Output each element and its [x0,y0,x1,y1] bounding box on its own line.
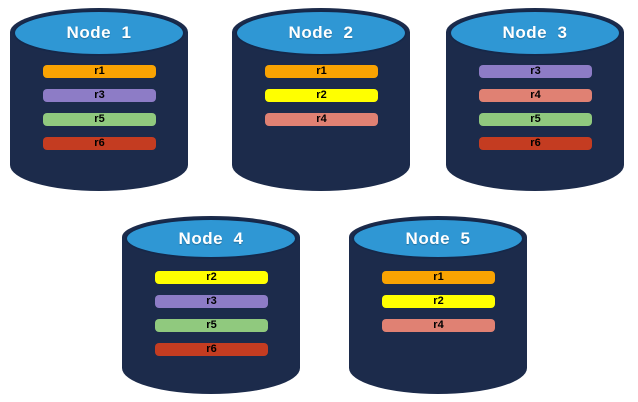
cylinder-top: Node 2 [235,10,407,56]
replica-bar-r5: r5 [43,113,156,126]
replica-bar-r3: r3 [479,65,592,78]
cylinder-top: Node 1 [13,10,185,56]
replica-list: r1 r2 r4 [382,271,495,332]
cylinder-body [446,32,624,191]
replica-bar-r6: r6 [155,343,268,356]
node-5-cylinder: Node 5 r1 r2 r4 [349,216,527,394]
node-title: Node 3 [502,23,568,42]
node-4-cylinder: Node 4 r2 r3 r5 r6 [122,216,300,394]
node-title: Node 4 [178,228,244,248]
cylinder-top: Node 3 [449,10,621,56]
replica-bar-r4: r4 [479,89,592,102]
cylinder-body [10,32,188,191]
cylinder-body [232,32,410,191]
replica-bar-r2: r2 [265,89,378,102]
cylinder-body [122,237,300,394]
replica-bar-r1: r1 [43,65,156,78]
cylinder-top: Node 5 [352,218,524,259]
node-3-cylinder: Node 3 r3 r4 r5 r6 [446,8,624,191]
node-2-cylinder: Node 2 r1 r2 r4 [232,8,410,191]
replica-list: r2 r3 r5 r6 [155,271,268,356]
replica-bar-r1: r1 [382,271,495,284]
replica-bar-r3: r3 [155,295,268,308]
replica-bar-r4: r4 [265,113,378,126]
replica-bar-r4: r4 [382,319,495,332]
cylinder-body [349,237,527,394]
replica-bar-r6: r6 [43,137,156,150]
replica-bar-r5: r5 [479,113,592,126]
replica-list: r1 r3 r5 r6 [43,65,156,150]
node-title: Node 5 [405,228,471,248]
replica-bar-r2: r2 [382,295,495,308]
node-title: Node 1 [66,23,132,42]
replica-bar-r3: r3 [43,89,156,102]
replica-bar-r2: r2 [155,271,268,284]
replica-list: r1 r2 r4 [265,65,378,126]
replica-list: r3 r4 r5 r6 [479,65,592,150]
replica-bar-r6: r6 [479,137,592,150]
node-1-cylinder: Node 1 r1 r3 r5 r6 [10,8,188,191]
replica-bar-r1: r1 [265,65,378,78]
replica-bar-r5: r5 [155,319,268,332]
cylinder-top: Node 4 [125,218,297,259]
node-title: Node 2 [288,23,354,42]
